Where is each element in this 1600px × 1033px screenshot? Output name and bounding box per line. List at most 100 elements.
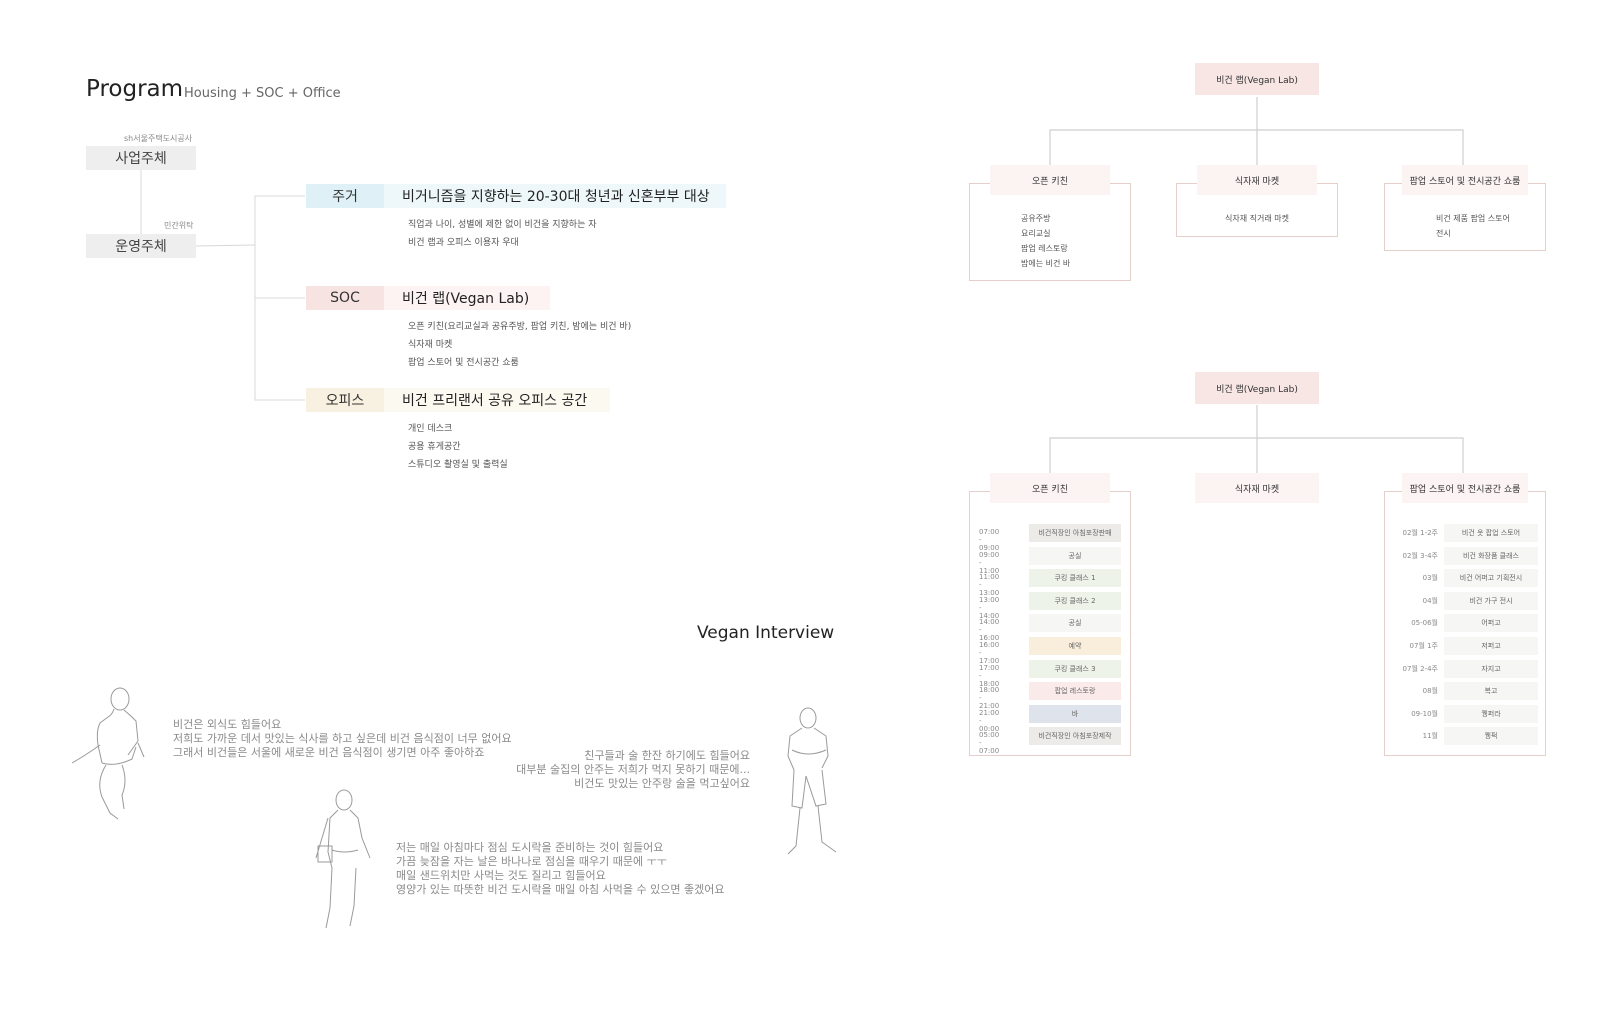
org1-kitchen-node: 오픈 키친 (990, 165, 1110, 195)
schedule-time: 05:00 - 07:00 (979, 731, 1000, 756)
quote-line: 저희도 가까운 데서 맛있는 식사를 하고 싶은데 비건 음식점이 너무 없어요 (173, 732, 512, 745)
schedule-activity: 공실 (1029, 546, 1121, 565)
standing-man-icon (787, 707, 837, 855)
bullet: 직업과 나이, 성별에 제한 없이 비건을 지향하는 자 (408, 220, 597, 230)
schedule-period: 08월 (1422, 687, 1438, 696)
program-housing-label: 주거 (306, 184, 384, 208)
org1-kitchen-box (969, 183, 1131, 281)
bullet: 비건 랩과 오피스 이용자 우대 (408, 238, 519, 248)
schedule-period: 05-06월 (1411, 619, 1438, 628)
org1-root-node: 비건 랩(Vegan Lab) (1195, 63, 1319, 95)
program-housing-desc: 비거니즘을 지향하는 20-30대 청년과 신혼부부 대상 (384, 184, 726, 208)
quote-line: 매일 샌드위치만 사먹는 것도 질리고 힘들어요 (396, 869, 606, 882)
bullet: 공용 휴게공간 (408, 442, 461, 452)
schedule-period: 04월 (1422, 596, 1438, 605)
schedule-period: 09-10월 (1411, 709, 1438, 718)
org1-showroom-node: 팝업 스토어 및 전시공간 쇼룸 (1402, 165, 1528, 195)
org1-market-node: 식자재 마켓 (1197, 165, 1317, 195)
schedule-activity: 쿠킹 클래스 1 (1029, 569, 1121, 588)
list-item: 식자재 직거래 마켓 (1225, 214, 1289, 223)
schedule-activity: 쿠킹 클래스 2 (1029, 591, 1121, 610)
list-item: 팝업 레스토랑 (1021, 244, 1068, 253)
org1-showroom-items: 비건 제품 팝업 스토어 전시 (1436, 211, 1510, 241)
program-soc-desc: 비건 랩(Vegan Lab) (384, 286, 550, 310)
interview-title: Vegan Interview (697, 623, 835, 643)
program-soc-bullets: 오픈 키친(요리교실과 공유주방, 팝업 키친, 밤에는 비건 바) 식자재 마… (408, 318, 631, 372)
schedule-activity: 어퍼고 (1444, 614, 1538, 633)
program-housing-bullets: 직업과 나이, 성별에 제한 없이 비건을 지향하는 자 비건 랩과 오피스 이… (408, 216, 597, 252)
schedule-activity: 복고 (1444, 682, 1538, 701)
business-entity-caption: sh서울주택도시공사 (124, 134, 193, 143)
quote-line: 대부분 술집의 안주는 저희가 먹지 못하기 때문에... (516, 763, 750, 776)
schedule-activity: 저퍼고 (1444, 637, 1538, 655)
business-entity-box: 사업주체 (86, 146, 196, 170)
org1-kitchen-items: 공유주방 요리교실 팝업 레스토랑 밤에는 비건 바 (1021, 211, 1070, 271)
org1-market-items: 식자재 직거래 마켓 (1176, 211, 1338, 226)
schedule-activity: 비건직장인 아침포장판매 (1029, 524, 1121, 542)
interview-quote-3: 저는 매일 아침마다 점심 도시락을 준비하는 것이 힘들어요 가끔 늦잠을 자… (396, 841, 724, 897)
schedule-time: 07:00 - 09:00 (979, 528, 1000, 552)
schedule-time: 14:00 - 16:00 (979, 618, 1000, 643)
schedule-activity: 예약 (1029, 637, 1121, 655)
schedule-time: 16:00 - 17:00 (979, 641, 1000, 665)
schedule-time: 11:00 - 13:00 (979, 573, 1000, 598)
list-item: 밤에는 비건 바 (1021, 259, 1071, 268)
bullet: 스튜디오 촬영실 및 출력실 (408, 460, 508, 470)
schedule-time: 17:00 - 18:00 (979, 663, 1000, 688)
org2-market-node: 식자재 마켓 (1195, 473, 1319, 503)
interview-quote-2: 친구들과 술 한잔 하기에도 힘들어요 대부분 술집의 안주는 저희가 먹지 못… (516, 749, 750, 791)
schedule-activity: 바 (1029, 704, 1121, 723)
list-item: 전시 (1436, 229, 1451, 238)
bullet: 식자재 마켓 (408, 340, 453, 350)
walking-woman-icon (315, 789, 371, 929)
quote-line: 영양가 있는 따뜻한 비건 도시락을 매일 아침 사먹을 수 있으면 좋겠어요 (396, 883, 725, 896)
sitting-woman-icon (71, 687, 145, 820)
schedule-period: 07월 2-4주 (1402, 664, 1438, 673)
quote-line: 친구들과 술 한잔 하기에도 힘들어요 (584, 749, 750, 762)
org2-showroom-node: 팝업 스토어 및 전시공간 쇼룸 (1402, 473, 1528, 503)
schedule-period: 11월 (1422, 732, 1438, 741)
schedule-activity: 쿠킹 클래스 3 (1029, 659, 1121, 678)
schedule-period: 02월 1-2주 (1402, 529, 1438, 537)
schedule-time: 09:00 - 11:00 (979, 550, 1000, 575)
bullet: 팝업 스토어 및 전시공간 쇼룸 (408, 358, 519, 368)
list-item: 비건 제품 팝업 스토어 (1436, 214, 1510, 223)
schedule-activity: 퀭퍼라 (1444, 704, 1538, 723)
program-soc-label: SOC (306, 286, 384, 310)
schedule-period: 03월 (1422, 574, 1438, 583)
schedule-activity: 공실 (1029, 614, 1121, 633)
schedule-period: 02월 3-4주 (1402, 551, 1438, 560)
program-office-bullets: 개인 데스크 공용 휴게공간 스튜디오 촬영실 및 출력실 (408, 420, 508, 474)
quote-line: 가끔 늦잠을 자는 날은 바나나로 점심을 때우기 때문에 ㅜㅜ (396, 855, 667, 868)
quote-line: 저는 매일 아침마다 점심 도시락을 준비하는 것이 힘들어요 (396, 841, 664, 854)
schedule-activity: 자지고 (1444, 659, 1538, 678)
schedule-time: 21:00 - 00:00 (979, 708, 1000, 733)
list-item: 요리교실 (1021, 229, 1051, 238)
schedule-time: 13:00 - 14:00 (979, 595, 1000, 620)
program-office-label: 오피스 (306, 388, 384, 412)
program-office-desc: 비건 프리랜서 공유 오피스 공간 (384, 388, 610, 412)
schedule-activity: 비건 어퍼고 기획전시 (1444, 569, 1538, 588)
quote-line: 비건도 맛있는 안주랑 술을 먹고싶어요 (574, 777, 750, 790)
page-title: Program (86, 76, 184, 102)
schedule-activity: 비건 가구 전시 (1444, 591, 1538, 610)
interview-quote-1: 비건은 외식도 힘들어요 저희도 가까운 데서 맛있는 식사를 하고 싶은데 비… (173, 718, 512, 760)
org2-root-node: 비건 랩(Vegan Lab) (1195, 372, 1319, 404)
bullet: 개인 데스크 (408, 424, 453, 434)
schedule-activity: 팝업 레스토랑 (1029, 682, 1121, 701)
quote-line: 그래서 비건들은 서울에 새로운 비건 음식점이 생기면 아주 좋아하죠 (173, 746, 485, 759)
schedule-activity: 비건 옷 팝업 스토어 (1444, 524, 1538, 542)
operator-entity-caption: 민간위탁 (164, 221, 194, 230)
list-item: 공유주방 (1021, 214, 1051, 223)
schedule-activity: 퀭퍽 (1444, 727, 1538, 746)
org2-kitchen-node: 오픈 키친 (990, 473, 1110, 503)
operator-entity-box: 운영주체 (86, 234, 196, 258)
schedule-period: 07월 1주 (1409, 642, 1438, 650)
schedule-activity: 비건 화장품 클래스 (1444, 546, 1538, 565)
quote-line: 비건은 외식도 힘들어요 (173, 718, 282, 731)
schedule-time: 18:00 - 21:00 (979, 686, 1000, 711)
schedule-activity: 비건직장인 아침포장제작 (1029, 727, 1121, 746)
bullet: 오픈 키친(요리교실과 공유주방, 팝업 키친, 밤에는 비건 바) (408, 322, 632, 332)
page-subtitle: Housing + SOC + Office (184, 86, 341, 101)
